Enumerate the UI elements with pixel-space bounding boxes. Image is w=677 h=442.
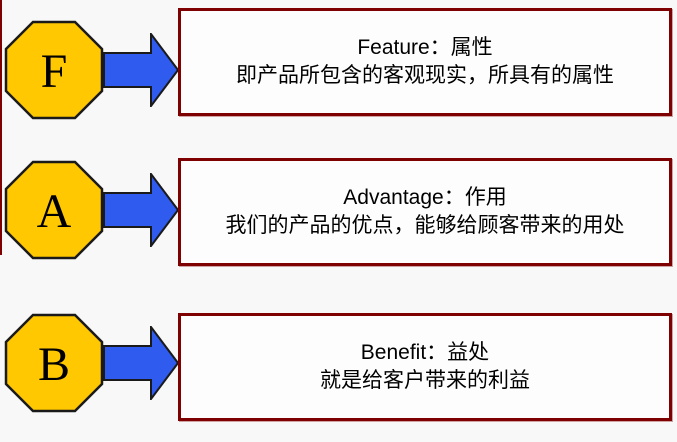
octagon-feature: F bbox=[4, 20, 104, 120]
octagon-letter-f: F bbox=[40, 44, 68, 98]
cropped-border-fragment bbox=[0, 0, 2, 255]
feature-description: 即产品所包含的客观现实，所具有的属性 bbox=[236, 64, 614, 87]
octagon-shape-icon bbox=[4, 20, 104, 120]
advantage-box: Advantage：作用 我们的产品的优点，能够给顾客带来的用处 bbox=[178, 158, 672, 266]
advantage-title: Advantage：作用 bbox=[343, 186, 507, 209]
arrow-right-icon bbox=[103, 173, 179, 247]
benefit-title: Benefit：益处 bbox=[360, 341, 490, 364]
arrow-right-icon bbox=[103, 33, 179, 107]
octagon-shape-icon bbox=[4, 160, 104, 260]
octagon-shape-icon bbox=[4, 313, 104, 413]
feature-title: Feature：属性 bbox=[357, 36, 493, 59]
benefit-box: Benefit：益处 就是给客户带来的利益 bbox=[178, 313, 672, 421]
octagon-letter-a: A bbox=[36, 184, 72, 238]
octagon-letter-b: B bbox=[37, 337, 70, 391]
octagon-advantage: A bbox=[4, 160, 104, 260]
benefit-description: 就是给客户带来的利益 bbox=[320, 369, 530, 392]
octagon-benefit: B bbox=[4, 313, 104, 413]
feature-box: Feature：属性 即产品所包含的客观现实，所具有的属性 bbox=[178, 8, 672, 116]
advantage-description: 我们的产品的优点，能够给顾客带来的用处 bbox=[225, 214, 625, 237]
arrow-right-icon bbox=[103, 326, 179, 400]
